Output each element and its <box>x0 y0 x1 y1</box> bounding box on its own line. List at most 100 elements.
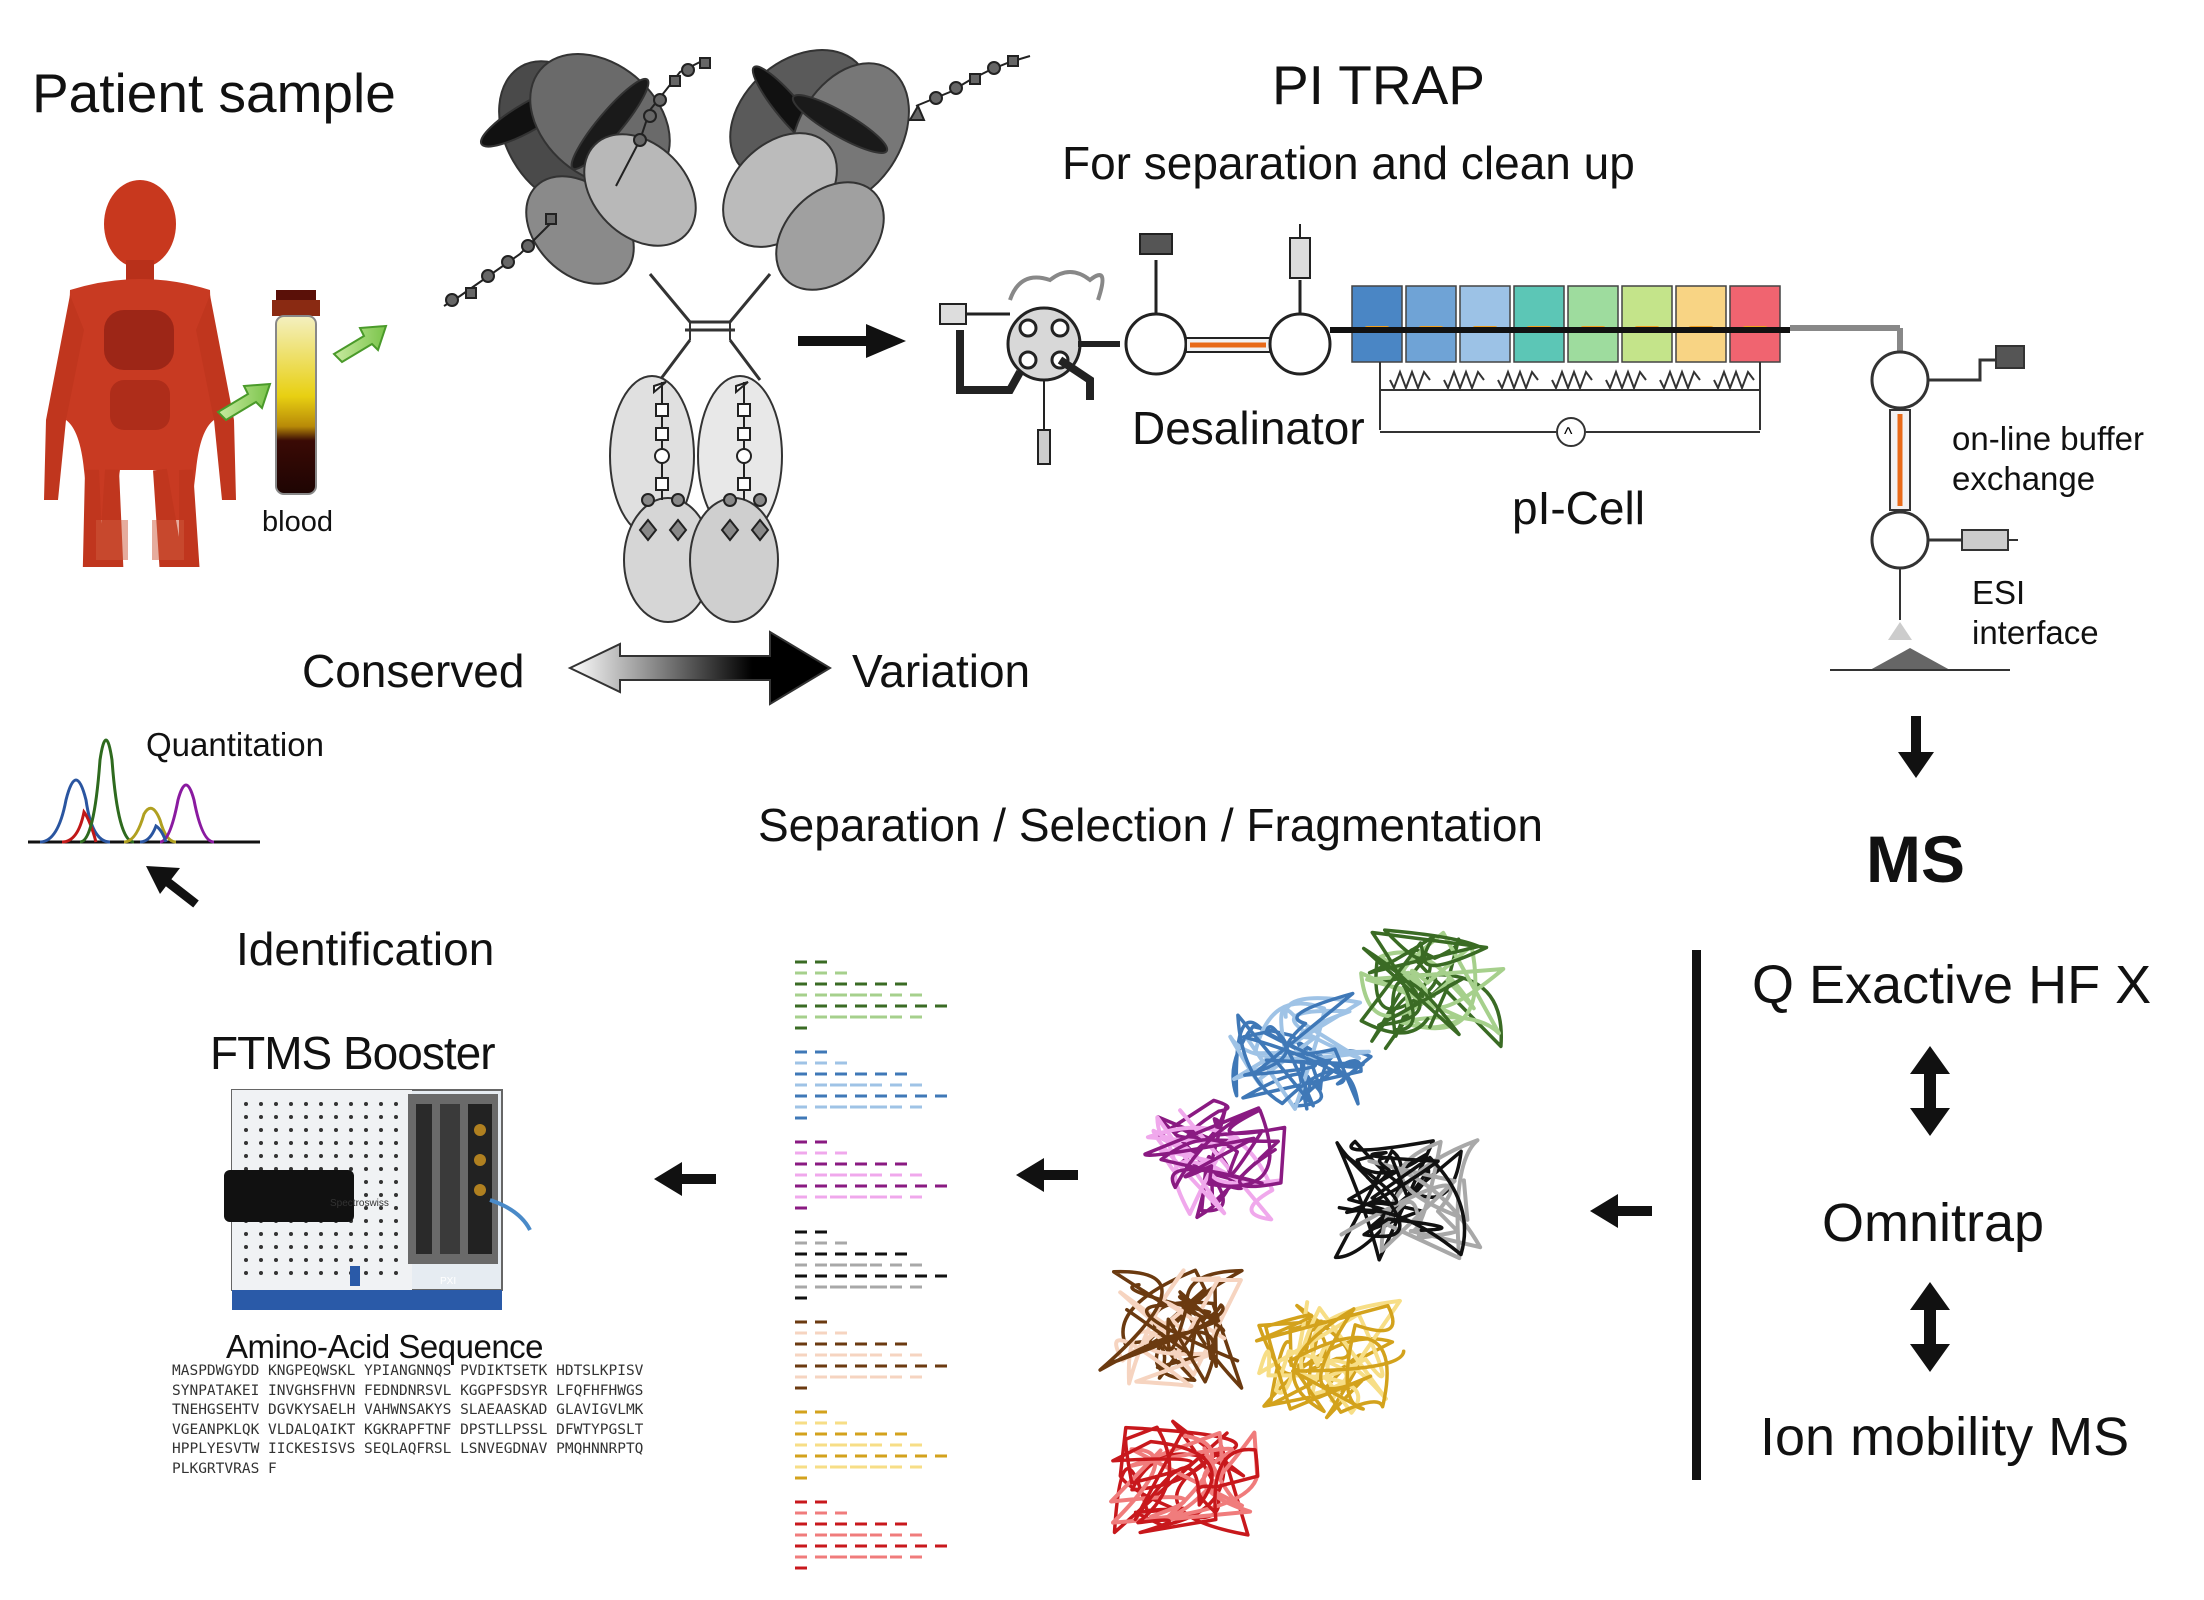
vent-dot <box>364 1102 368 1106</box>
pi-trap-subtitle: For separation and clean up <box>1062 137 1635 189</box>
vent-dot <box>319 1245 323 1249</box>
vent-dot <box>364 1154 368 1158</box>
vent-dot <box>394 1193 398 1197</box>
vent-dot <box>349 1245 353 1249</box>
vent-dot <box>304 1271 308 1275</box>
arrow-right-icon <box>798 324 906 358</box>
protein-chain <box>1236 991 1365 1108</box>
vent-dot <box>364 1219 368 1223</box>
vent-dot <box>364 1258 368 1262</box>
vent-dot <box>319 1271 323 1275</box>
vent-dot <box>244 1141 248 1145</box>
pi-cell-compartment <box>1675 285 1727 363</box>
pi-cell-compartment <box>1513 285 1565 363</box>
resistor <box>1659 369 1701 391</box>
vent-dot <box>379 1102 383 1106</box>
vent-dot <box>259 1245 263 1249</box>
vent-dot <box>349 1232 353 1236</box>
vent-dot <box>334 1102 338 1106</box>
vent-dot <box>304 1258 308 1262</box>
vent-dot <box>289 1154 293 1158</box>
protein-structures <box>1098 928 1506 1537</box>
vent-dot <box>289 1102 293 1106</box>
vent-dot <box>379 1258 383 1262</box>
blood-tube-image <box>272 290 320 495</box>
vent-dot <box>319 1154 323 1158</box>
amino-acid-sequence-label: Amino-Acid Sequence <box>226 1328 544 1365</box>
vent-dot <box>394 1141 398 1145</box>
vent-dot <box>244 1245 248 1249</box>
vent-dot <box>364 1167 368 1171</box>
vent-dot <box>394 1258 398 1262</box>
vent-dot <box>289 1271 293 1275</box>
vent-dot <box>244 1271 248 1275</box>
esi-label-1: ESI <box>1972 574 2026 611</box>
vent-dot <box>379 1115 383 1119</box>
resistor <box>1443 369 1485 391</box>
vent-dot <box>304 1141 308 1145</box>
vent-dot <box>259 1154 263 1158</box>
device-brand: Spectroswiss <box>330 1198 389 1209</box>
glycan-chains-icon <box>443 55 1031 542</box>
vent-dot <box>334 1128 338 1132</box>
vent-dot <box>244 1115 248 1119</box>
human-body-image <box>44 180 236 567</box>
vent-dot <box>394 1102 398 1106</box>
vent-dot <box>394 1154 398 1158</box>
vent-dot <box>364 1193 368 1197</box>
vent-dot <box>289 1258 293 1262</box>
double-arrow-1-icon <box>1910 1046 1950 1136</box>
vent-dot <box>259 1232 263 1236</box>
vent-dot <box>334 1115 338 1119</box>
buffer-exchange-apparatus <box>1830 345 2025 671</box>
vent-dot <box>319 1115 323 1119</box>
vent-dot <box>289 1232 293 1236</box>
vent-dot <box>379 1180 383 1184</box>
blood-label: blood <box>262 506 333 538</box>
device-model: PXI <box>440 1276 456 1287</box>
pi-cell-compartment <box>1351 285 1403 363</box>
quantitation-chromatogram <box>28 738 260 844</box>
vent-dot <box>334 1245 338 1249</box>
vent-dot <box>319 1232 323 1236</box>
vent-dot <box>304 1102 308 1106</box>
vent-dot <box>364 1232 368 1236</box>
vent-dot <box>349 1141 353 1145</box>
vent-dot <box>349 1167 353 1171</box>
vent-dot <box>334 1154 338 1158</box>
vent-dot <box>304 1115 308 1119</box>
vent-dot <box>334 1232 338 1236</box>
resistor <box>1713 369 1755 391</box>
arrow-up-left-icon <box>146 866 199 908</box>
resistor <box>1497 369 1539 391</box>
vent-dot <box>274 1154 278 1158</box>
vent-dot <box>304 1154 308 1158</box>
pi-cell-compartment <box>1567 285 1619 363</box>
antibody-icon <box>480 49 910 623</box>
ion-mobility-label: Ion mobility MS <box>1760 1407 2130 1467</box>
vent-dot <box>289 1115 293 1119</box>
vent-dot <box>289 1141 293 1145</box>
quantitation-label: Quantitation <box>146 726 324 763</box>
resistor <box>1605 369 1647 391</box>
vent-dot <box>274 1115 278 1119</box>
protein-chain <box>1098 1270 1240 1384</box>
vent-dot <box>364 1141 368 1145</box>
vent-dot <box>379 1271 383 1275</box>
resistor <box>1551 369 1593 391</box>
vent-dot <box>319 1128 323 1132</box>
vent-dot <box>319 1141 323 1145</box>
vent-dot <box>394 1206 398 1210</box>
amino-acid-sequence-text: MASPDWGYDD KNGPEQWSKL YPIANGNNQS PVDIKTS… <box>172 1363 644 1477</box>
protein-chain <box>1111 1425 1260 1535</box>
vent-dot <box>364 1180 368 1184</box>
vent-dot <box>244 1232 248 1236</box>
vent-dot <box>274 1271 278 1275</box>
vent-dot <box>259 1271 263 1275</box>
online-buffer-label-1: on-line buffer <box>1952 420 2145 457</box>
identification-label: Identification <box>236 923 495 975</box>
vent-dot <box>379 1154 383 1158</box>
vent-dot <box>379 1141 383 1145</box>
vent-dot <box>259 1102 263 1106</box>
protein-chain <box>1343 1150 1467 1257</box>
